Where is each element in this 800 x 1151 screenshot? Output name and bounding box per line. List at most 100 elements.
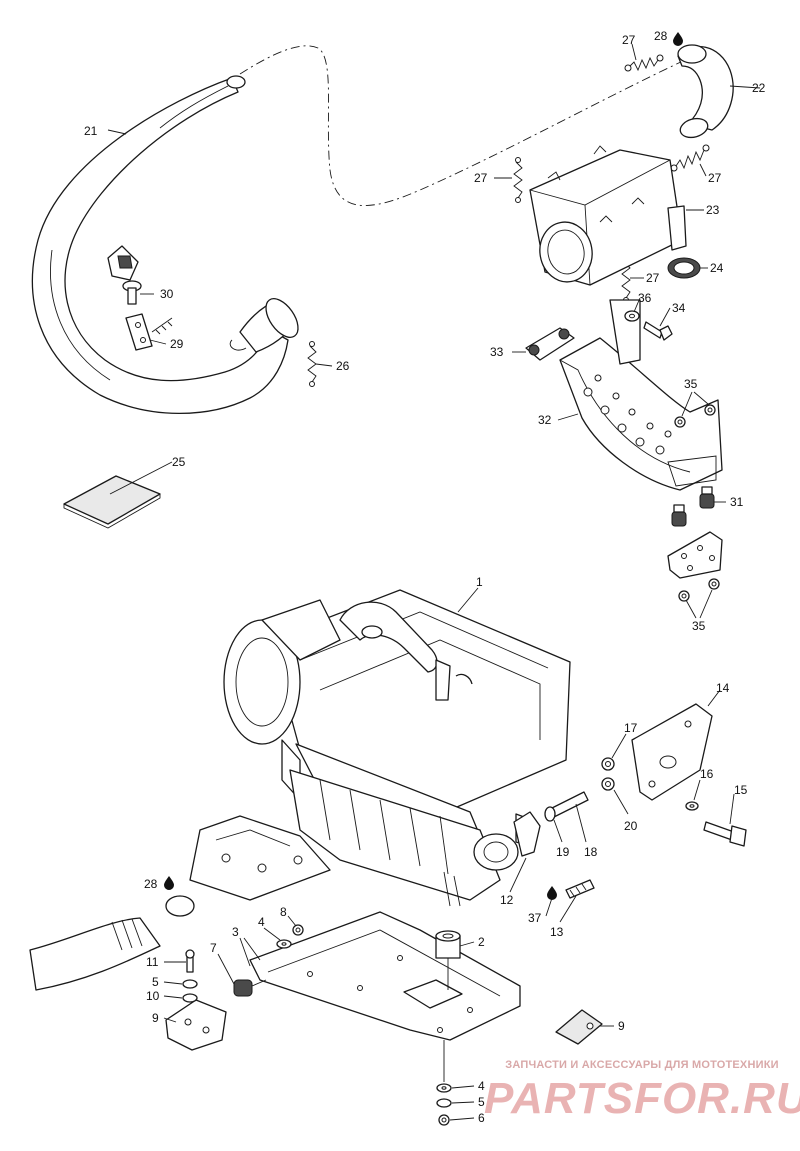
callout-34: 34 [672, 301, 686, 315]
callout-36: 36 [638, 291, 652, 305]
callout-31: 31 [730, 495, 744, 509]
engine-bracket [631, 703, 713, 801]
callout-9: 9 [618, 1019, 625, 1033]
washer-5-bottom [436, 1098, 452, 1108]
callout-27: 27 [474, 171, 488, 185]
engine-support-right [555, 1009, 603, 1045]
callout-25: 25 [172, 455, 186, 469]
spacer [435, 930, 461, 959]
exhaust-manifold [165, 815, 331, 917]
callout-17: 17 [624, 721, 638, 735]
engine-assembly [223, 589, 571, 907]
callout-11: 11 [146, 955, 159, 969]
nut-17 [601, 757, 615, 771]
callout-27: 27 [708, 171, 722, 185]
watermark: ЗАПЧАСТИ И АКСЕССУАРЫ ДЛЯ МОТОТЕХНИКИ PA… [484, 1056, 800, 1146]
callout-1: 1 [476, 575, 483, 589]
callout-5: 5 [478, 1095, 485, 1109]
washer-5-left [182, 979, 198, 989]
callout-30: 30 [160, 287, 174, 301]
callout-28: 28 [144, 877, 158, 891]
callout-37: 37 [528, 911, 542, 925]
callout-8: 8 [280, 905, 287, 919]
washer-36 [624, 310, 640, 322]
callout-20: 20 [624, 819, 638, 833]
callout-32: 32 [538, 413, 552, 427]
loctite-drop-37 [547, 886, 557, 900]
callout-15: 15 [734, 783, 748, 797]
support-bracket [667, 531, 723, 579]
nut-35-a [674, 416, 686, 428]
bolt-13 [565, 879, 595, 899]
callout-9: 9 [152, 1011, 159, 1025]
callout-21: 21 [84, 124, 98, 138]
exhaust-elbow [677, 44, 734, 139]
spring-27-top [624, 54, 664, 72]
callout-22: 22 [752, 81, 766, 95]
bolt-29 [151, 317, 173, 335]
watermark-logo: PARTSFOR.RU [484, 1074, 800, 1123]
nut-35-b [704, 404, 716, 416]
callout-10: 10 [146, 989, 160, 1003]
washer-4-bottom [436, 1083, 452, 1093]
callout-23: 23 [706, 203, 720, 217]
loctite-drop-28-left [164, 876, 174, 890]
rubber-mount-a [671, 504, 687, 527]
callout-27: 27 [622, 33, 636, 47]
callout-35: 35 [684, 377, 698, 391]
callout-4: 4 [478, 1079, 485, 1093]
washer-10 [182, 993, 198, 1003]
bolt-15 [703, 821, 747, 847]
nut-8 [292, 924, 304, 936]
callout-4: 4 [258, 915, 265, 929]
muffler [529, 145, 687, 286]
callout-6: 6 [478, 1111, 485, 1125]
washer-4-top [276, 939, 292, 949]
engine-mounting-plate [249, 911, 521, 1041]
callout-13: 13 [550, 925, 564, 939]
link-plate [525, 327, 575, 361]
callout-7: 7 [210, 941, 217, 955]
callout-19: 19 [556, 845, 570, 859]
loctite-drop-28-top [673, 32, 683, 46]
callout-33: 33 [490, 345, 504, 359]
nut-20 [601, 777, 615, 791]
callout-14: 14 [716, 681, 730, 695]
callout-29: 29 [170, 337, 184, 351]
gasket-ring [667, 257, 701, 279]
callout-16: 16 [700, 767, 714, 781]
nut-35-d [708, 578, 720, 590]
callout-18: 18 [584, 845, 598, 859]
engine-support-left [165, 999, 227, 1051]
callout-27: 27 [646, 271, 660, 285]
spring-27-middle [513, 157, 523, 203]
engine-rubber-mount [233, 979, 267, 997]
callout-5: 5 [152, 975, 159, 989]
bolt-34 [643, 321, 673, 341]
leader-lines [107, 43, 761, 1121]
exhaust-pipe [31, 75, 299, 414]
callout-28: 28 [654, 29, 668, 43]
callout-35: 35 [692, 619, 706, 633]
callout-24: 24 [710, 261, 724, 275]
clip-12 [513, 811, 541, 857]
rubber-boot [29, 917, 161, 991]
washer-16 [685, 801, 699, 811]
callout-2: 2 [478, 935, 485, 949]
assembly-path-line [239, 45, 686, 206]
spring-27-right [670, 144, 710, 172]
callout-26: 26 [336, 359, 350, 373]
bolt-11 [185, 949, 195, 973]
nut-6 [438, 1114, 450, 1126]
callout-3: 3 [232, 925, 239, 939]
rubber-mount-b [699, 486, 715, 509]
rubber-bumper-30 [122, 280, 142, 305]
watermark-tagline: ЗАПЧАСТИ И АКСЕССУАРЫ ДЛЯ МОТОТЕХНИКИ [505, 1059, 779, 1071]
spring-26 [307, 341, 317, 387]
callout-labels: 21 22 27 28 27 27 23 27 24 36 34 33 35 3… [84, 29, 766, 1125]
stud-19 [544, 791, 589, 822]
callout-12: 12 [500, 893, 514, 907]
nut-35-c [678, 590, 690, 602]
insulation-pad [63, 475, 161, 529]
